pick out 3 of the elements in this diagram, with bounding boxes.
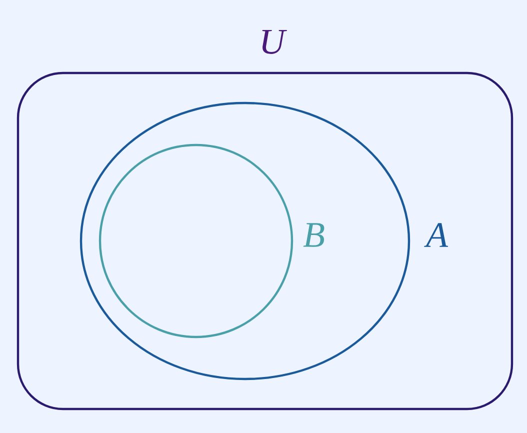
node-label: B xyxy=(303,223,324,247)
node-label: U xyxy=(262,30,287,54)
node-label: A xyxy=(424,223,448,247)
